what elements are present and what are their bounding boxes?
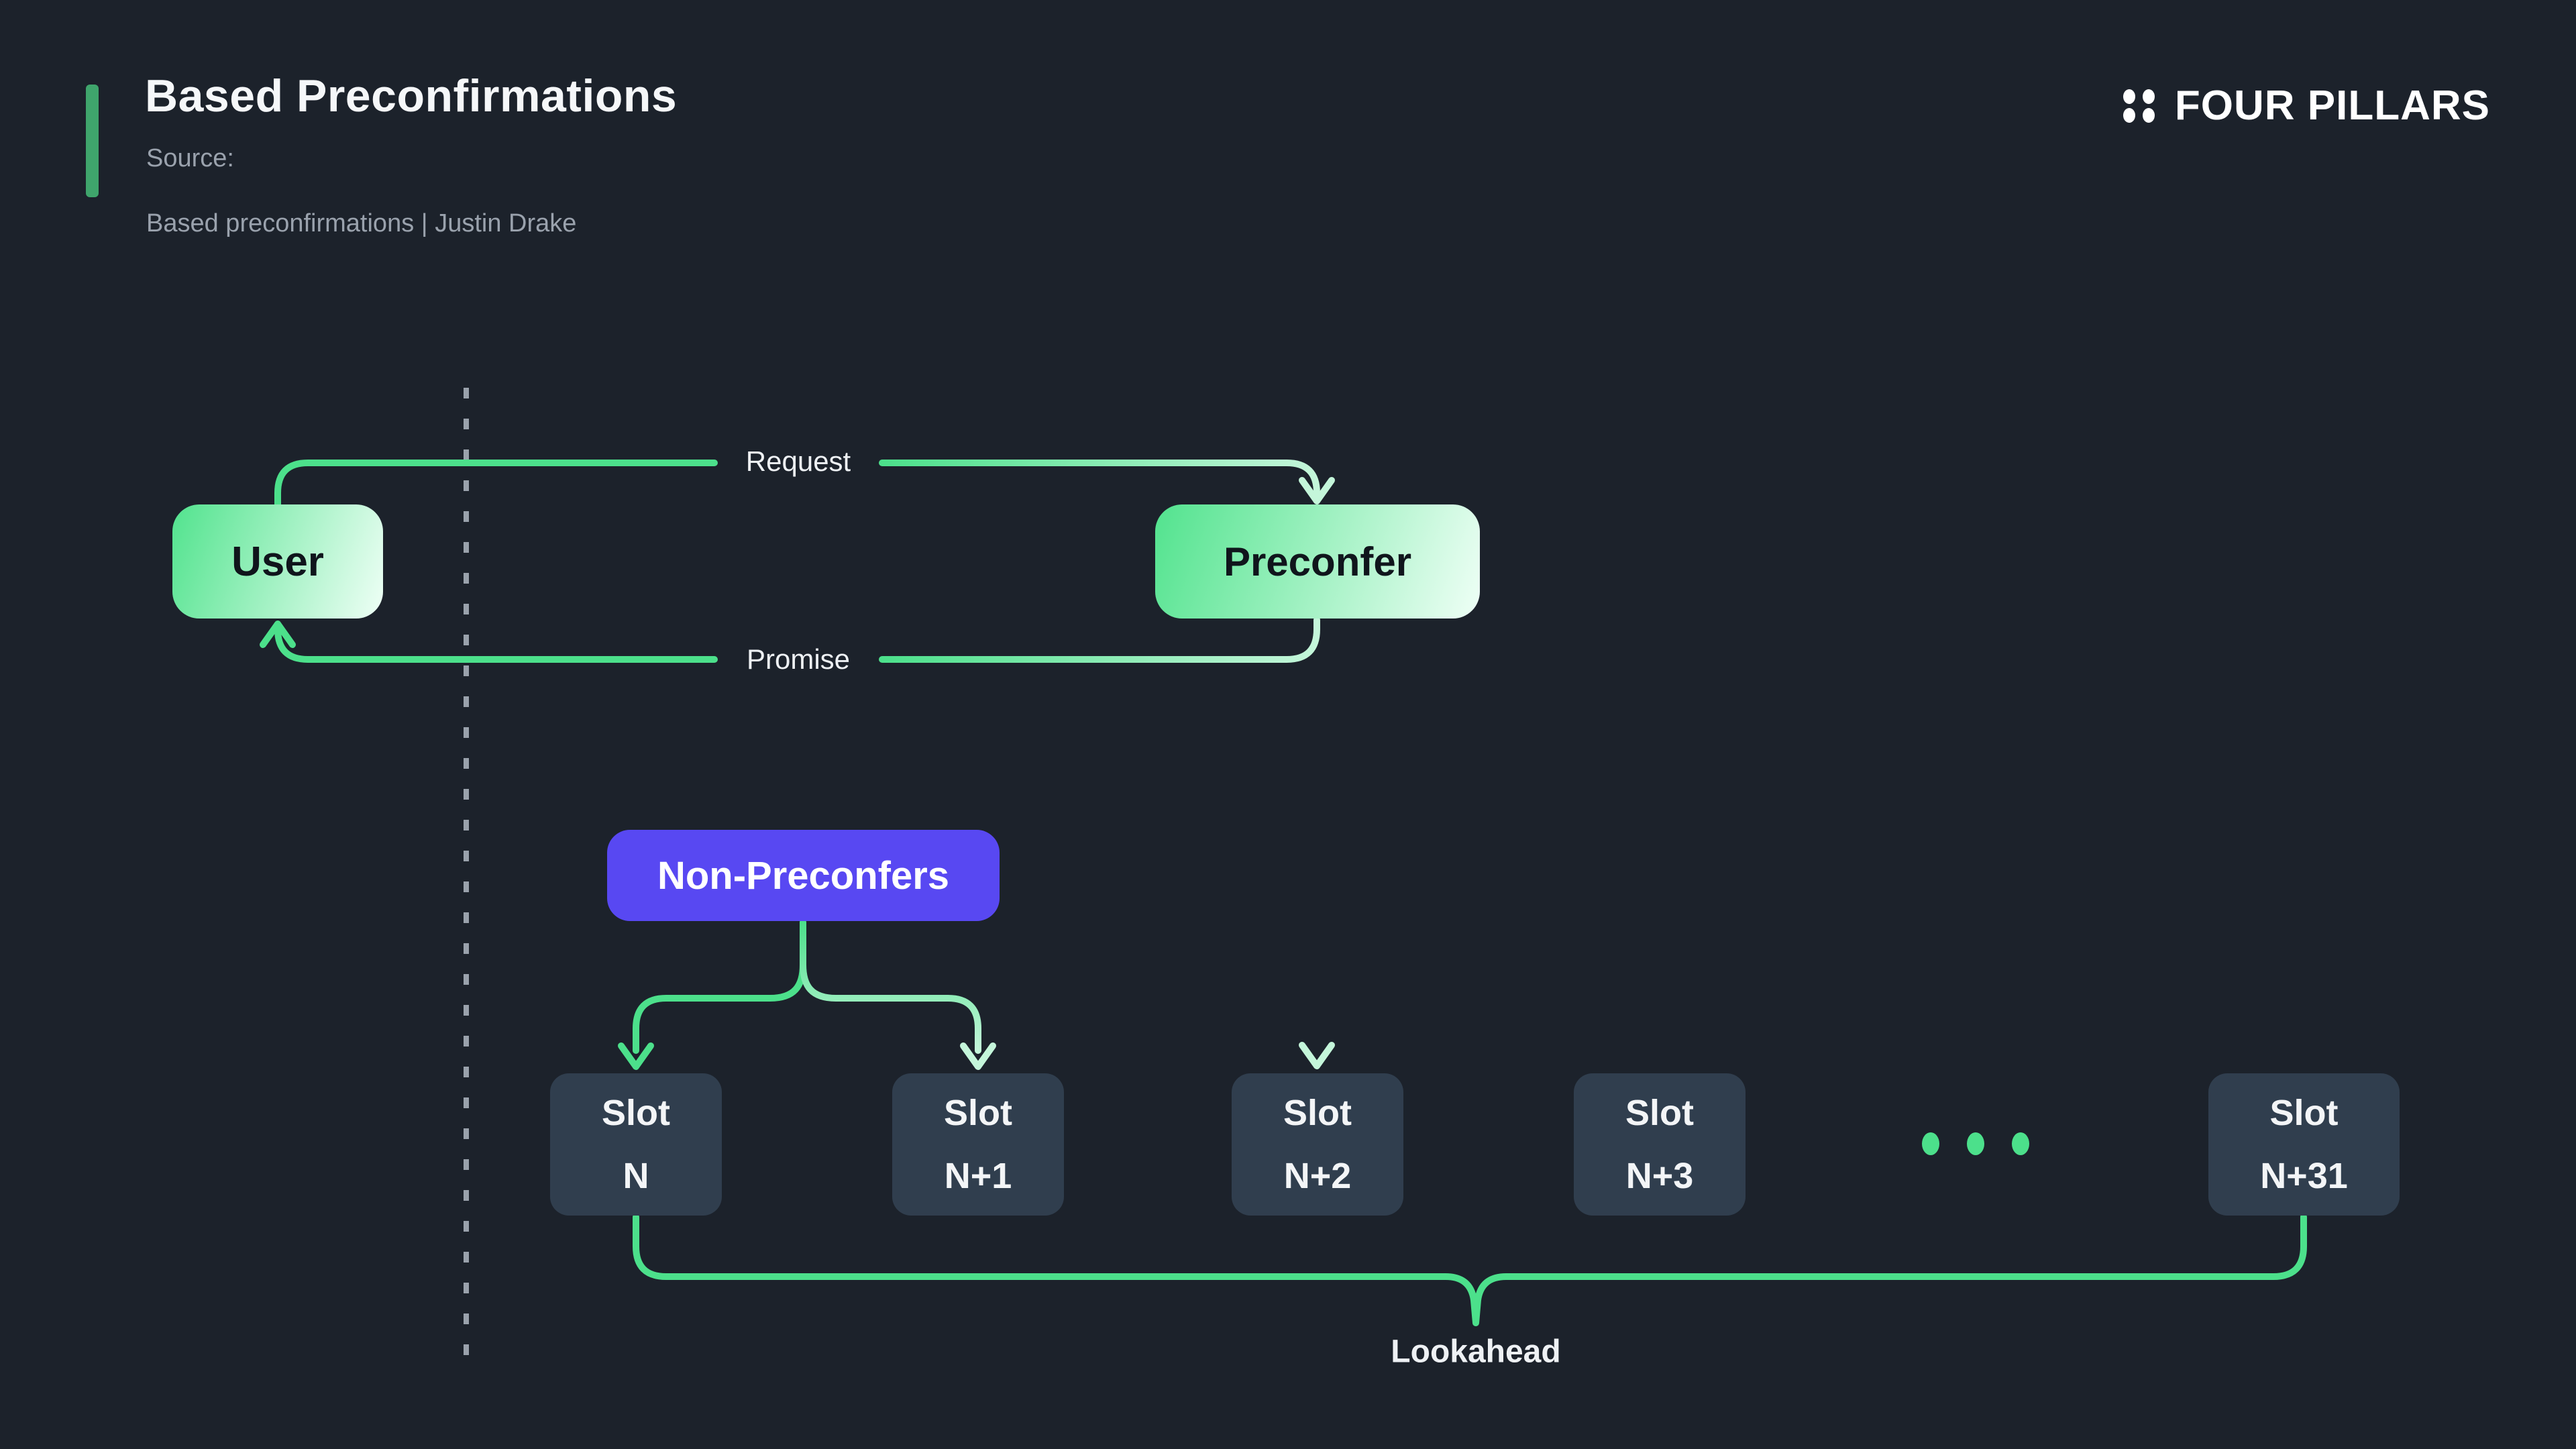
- brand-name: FOUR PILLARS: [2174, 83, 2490, 129]
- slot-index: N+31: [2260, 1156, 2348, 1196]
- ellipsis-dot: [2012, 1132, 2029, 1155]
- node-non-preconfers: Non-Preconfers: [607, 830, 1000, 921]
- page-title: Based Preconfirmations: [145, 70, 678, 121]
- slot-index: N+3: [1625, 1156, 1694, 1196]
- source-value: Based preconfirmations | Justin Drake: [146, 209, 577, 238]
- ellipsis-dot: [1967, 1132, 1984, 1155]
- request-arrow-line-right: [879, 460, 1320, 500]
- slot-index: N+1: [944, 1156, 1012, 1196]
- lookahead-brace: [633, 1214, 2307, 1326]
- preconfer-to-slot-arrowhead-icon: [1299, 1042, 1335, 1069]
- slot-word: Slot: [1625, 1093, 1694, 1133]
- nonpreconfers-to-slotn1-line: [800, 919, 981, 1054]
- request-edge-label: Request: [745, 445, 851, 477]
- slot-word: Slot: [602, 1093, 670, 1133]
- slot-box-n31: Slot N+31: [2208, 1073, 2400, 1216]
- node-preconfer: Preconfer: [1155, 504, 1480, 619]
- nonpreconfers-to-slotn-arrowhead-icon: [618, 1042, 654, 1070]
- request-arrow-line-left: [274, 460, 718, 509]
- slot-word: Slot: [1283, 1093, 1352, 1133]
- slot-index: N: [623, 1156, 649, 1196]
- slot-box-n3: Slot N+3: [1574, 1073, 1746, 1216]
- slot-word: Slot: [2269, 1093, 2339, 1133]
- logo-dot: [2123, 107, 2135, 123]
- promise-arrow-line-right: [879, 616, 1320, 663]
- slot-box-n1: Slot N+1: [892, 1073, 1064, 1216]
- brand-logo: FOUR PILLARS: [2123, 82, 2490, 129]
- node-user: User: [172, 504, 383, 619]
- promise-arrowhead-icon: [260, 621, 296, 648]
- source-caption: Source: Based preconfirmations | Justin …: [146, 142, 576, 240]
- slot-word: Slot: [944, 1093, 1012, 1133]
- source-label: Source:: [146, 144, 234, 172]
- slot-index: N+2: [1283, 1156, 1352, 1196]
- logo-dot: [2123, 89, 2135, 104]
- lookahead-label: Lookahead: [1391, 1334, 1561, 1370]
- nonpreconfers-to-slotn1-arrowhead-icon: [960, 1042, 996, 1070]
- request-arrowhead-icon: [1299, 477, 1335, 504]
- promise-arrow-line-left: [274, 623, 718, 663]
- ellipsis-dot: [1922, 1132, 1939, 1155]
- four-dots-logo-icon: [2123, 89, 2155, 123]
- logo-dot: [2142, 107, 2155, 123]
- logo-dot: [2142, 89, 2155, 104]
- slot-box-n: Slot N: [550, 1073, 722, 1216]
- slot-box-n2: Slot N+2: [1232, 1073, 1403, 1216]
- nonpreconfers-to-slotn-line: [633, 919, 806, 1054]
- promise-edge-label: Promise: [746, 643, 851, 675]
- title-accent-bar: [86, 85, 99, 197]
